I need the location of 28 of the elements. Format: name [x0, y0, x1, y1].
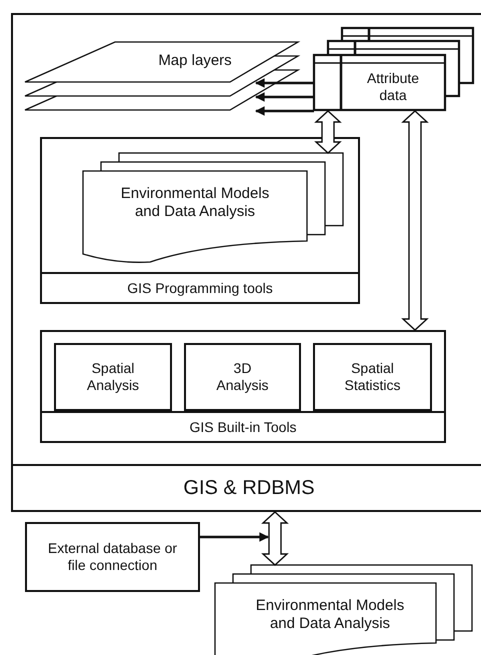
- system-panel: [11, 13, 481, 512]
- tool-box: [54, 343, 172, 411]
- node-label: Map layers: [158, 52, 232, 70]
- source-box: [25, 522, 200, 592]
- node-label: Attribute data: [366, 70, 420, 104]
- node-label: 3D Analysis: [215, 360, 270, 394]
- panel-title: GIS Programming tools: [42, 272, 358, 302]
- double-arrow: [401, 110, 429, 331]
- panel-title: GIS & RDBMS: [13, 464, 481, 510]
- document-stack: [215, 565, 472, 655]
- node-label: Spatial Statistics: [343, 360, 402, 394]
- node-label: External database or file connection: [46, 540, 178, 574]
- node-label: Environmental Models and Data Analysis: [120, 185, 270, 221]
- document-stack: [83, 153, 343, 263]
- arrow: [255, 78, 314, 88]
- node-label: Spatial Analysis: [86, 360, 140, 394]
- arrow: [200, 532, 269, 542]
- double-arrow: [261, 511, 289, 566]
- map-layers-stack: [25, 42, 301, 112]
- node-label: Environmental Models and Data Analysis: [254, 597, 406, 633]
- double-arrow: [314, 110, 342, 154]
- tools-panel: [40, 137, 360, 304]
- arrow: [255, 106, 314, 116]
- arrow: [255, 92, 314, 102]
- tool-box: [184, 343, 301, 411]
- attribute-table-stack: [314, 28, 474, 111]
- tools-panel: [40, 330, 446, 443]
- tool-box: [313, 343, 432, 411]
